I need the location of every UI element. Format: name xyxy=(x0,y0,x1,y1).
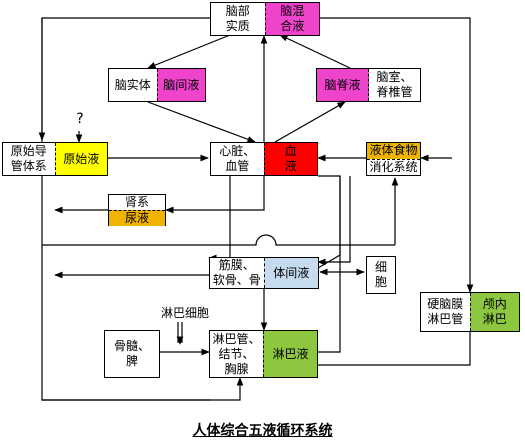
line-cross-with-hump xyxy=(42,234,395,246)
lymph-fluid-label: 淋巴液 xyxy=(263,331,317,377)
dural-lymph-vessel-label: 硬脑膜 淋巴管 xyxy=(427,297,464,326)
interstitial-fluid-label: 体间液 xyxy=(263,258,318,288)
csf-label: 脑脊液 xyxy=(317,69,369,101)
brain-parenchyma-label: 脑实体 xyxy=(114,77,151,92)
question-mark: ? xyxy=(76,111,84,127)
node-brain-interstitial: 脑实体 脑间液 xyxy=(108,68,206,102)
line-cranial-to-lymph xyxy=(264,332,471,369)
heart-vessel-label: 心脏、 血管 xyxy=(219,144,256,173)
cranial-lymph-label: 颅内 淋巴 xyxy=(469,293,519,331)
node-digestive-system: 液体食物 消化系统 xyxy=(366,142,421,176)
arrow-heart-to-kidney xyxy=(165,176,265,214)
node-cranial-lymph: 硬脑膜 淋巴管 颅内 淋巴 xyxy=(420,292,520,332)
digestive-system-label: 消化系统 xyxy=(367,158,420,176)
arrow-brain-to-paren xyxy=(147,34,231,69)
liquid-food-label: 液体食物 xyxy=(367,143,420,159)
arrow-spinal-to-brain xyxy=(279,34,351,69)
brain-interstitial-fluid-label: 脑间液 xyxy=(156,69,205,101)
node-interstitial-fluid: 筋膜、 软骨、骨 体间液 xyxy=(209,257,319,289)
node-urine: 肾系 尿液 xyxy=(108,194,166,226)
line-heart-to-right xyxy=(317,175,341,269)
arrow-paren-to-heart xyxy=(147,101,256,143)
cell-label: 细 胞 xyxy=(374,260,387,289)
primitive-duct-label: 原始导 管体系 xyxy=(10,144,47,173)
kidney-label: 肾系 xyxy=(124,195,149,209)
arrow-heart-down-interstitial xyxy=(317,176,351,266)
lymph-organs-label: 淋巴管、 结节、 胸腺 xyxy=(212,331,261,376)
node-lymph-fluid: 淋巴管、 结节、 胸腺 淋巴液 xyxy=(209,330,318,378)
node-bone-marrow-spleen: 骨髓、 脾 xyxy=(104,330,160,378)
arrow-bottom-return xyxy=(42,377,244,401)
marrow-spleen-label: 骨髓、 脾 xyxy=(113,339,150,368)
urine-label: 尿液 xyxy=(109,210,165,226)
node-blood: 心脏、 血管 血 液 xyxy=(210,142,318,176)
node-primitive-fluid: 原始导 管体系 原始液 xyxy=(2,142,108,176)
node-cerebrospinal-fluid: 脑脊液 脑室、 脊椎管 xyxy=(316,68,421,102)
diagram-title: 人体综合五液循环系统 xyxy=(192,423,333,439)
primitive-fluid-label: 原始液 xyxy=(54,143,107,175)
ventricle-spine-label: 脑室、 脊椎管 xyxy=(376,70,413,99)
line-right-loop-top xyxy=(320,17,474,293)
arrow-heart-to-spinal xyxy=(274,101,346,143)
brain-matter-label: 脑部 实质 xyxy=(225,4,250,33)
fascia-cartilage-bone-label: 筋膜、 软骨、骨 xyxy=(212,258,261,287)
node-cell: 细 胞 xyxy=(366,256,396,294)
arrow-heart-to-interstitial xyxy=(208,176,231,262)
node-brain-mixed-fluid: 脑部 实质 脑混 合液 xyxy=(210,2,320,36)
lymphocyte-label: 淋巴细胞 xyxy=(160,306,209,320)
blood-label: 血 液 xyxy=(263,143,317,175)
arrow-lymph-to-heart xyxy=(318,176,341,353)
brain-mixed-fluid-label: 脑混 合液 xyxy=(264,3,319,35)
